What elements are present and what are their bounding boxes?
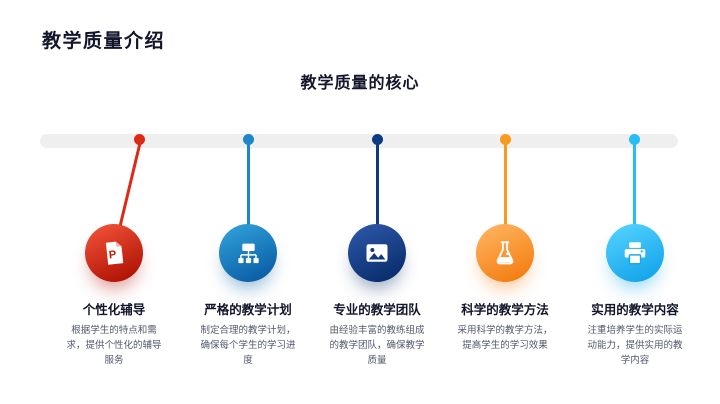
timeline-item-teaching-content: 实用的教学内容 注重培养学生的实际运动能力，提供实用的教学内容 <box>569 299 701 368</box>
teaching-method-badge <box>476 224 534 282</box>
image-icon <box>366 244 388 262</box>
teaching-content-badge <box>606 224 664 282</box>
flask-icon <box>496 241 514 265</box>
item-title: 实用的教学内容 <box>591 303 679 317</box>
timeline-connector <box>247 142 250 230</box>
item-description: 根据学生的特点和需求，提供个性化的辅导服务 <box>66 325 162 366</box>
timeline-connector <box>633 142 636 230</box>
item-description: 制定合理的教学计划，确保每个学生的学习进度 <box>200 325 296 366</box>
timeline-item-teaching-method: 科学的教学方法 采用科学的教学方法，提高学生的学习效果 <box>439 299 571 353</box>
item-title: 严格的教学计划 <box>204 303 292 317</box>
timeline-connector <box>376 142 379 230</box>
item-description: 由经验丰富的教练组成的教学团队，确保教学质量 <box>329 325 425 366</box>
timeline-dot <box>500 134 511 145</box>
timeline-item-teaching-team: 专业的教学团队 由经验丰富的教练组成的教学团队，确保教学质量 <box>311 299 443 368</box>
timeline-bar <box>40 134 678 148</box>
section-title: 教学质量的核心 <box>300 75 420 92</box>
printer-icon <box>624 242 646 265</box>
timeline-dot <box>134 134 145 145</box>
item-title: 个性化辅导 <box>82 303 146 317</box>
timeline-dot <box>243 134 254 145</box>
timeline-item-personalized-tutoring: 个性化辅导 根据学生的特点和需求，提供个性化的辅导服务 <box>48 299 180 368</box>
timeline-connector <box>115 140 141 236</box>
timeline-connector <box>504 142 507 230</box>
teaching-team-badge <box>348 224 406 282</box>
timeline-item-teaching-plan: 严格的教学计划 制定合理的教学计划，确保每个学生的学习进度 <box>182 299 314 368</box>
item-title: 专业的教学团队 <box>333 303 421 317</box>
item-description: 注重培养学生的实际运动能力，提供实用的教学内容 <box>587 325 683 366</box>
svg-text:P: P <box>108 249 117 262</box>
timeline-dot <box>629 134 640 145</box>
teaching-plan-badge <box>219 224 277 282</box>
item-description: 采用科学的教学方法，提高学生的学习效果 <box>457 325 553 351</box>
timeline-dot <box>372 134 383 145</box>
personalized-tutoring-badge: P <box>85 224 143 282</box>
ppt-file-icon: P <box>105 241 124 265</box>
page-title: 教学质量介绍 <box>42 31 166 52</box>
sitemap-icon <box>237 243 259 263</box>
item-title: 科学的教学方法 <box>461 303 549 317</box>
